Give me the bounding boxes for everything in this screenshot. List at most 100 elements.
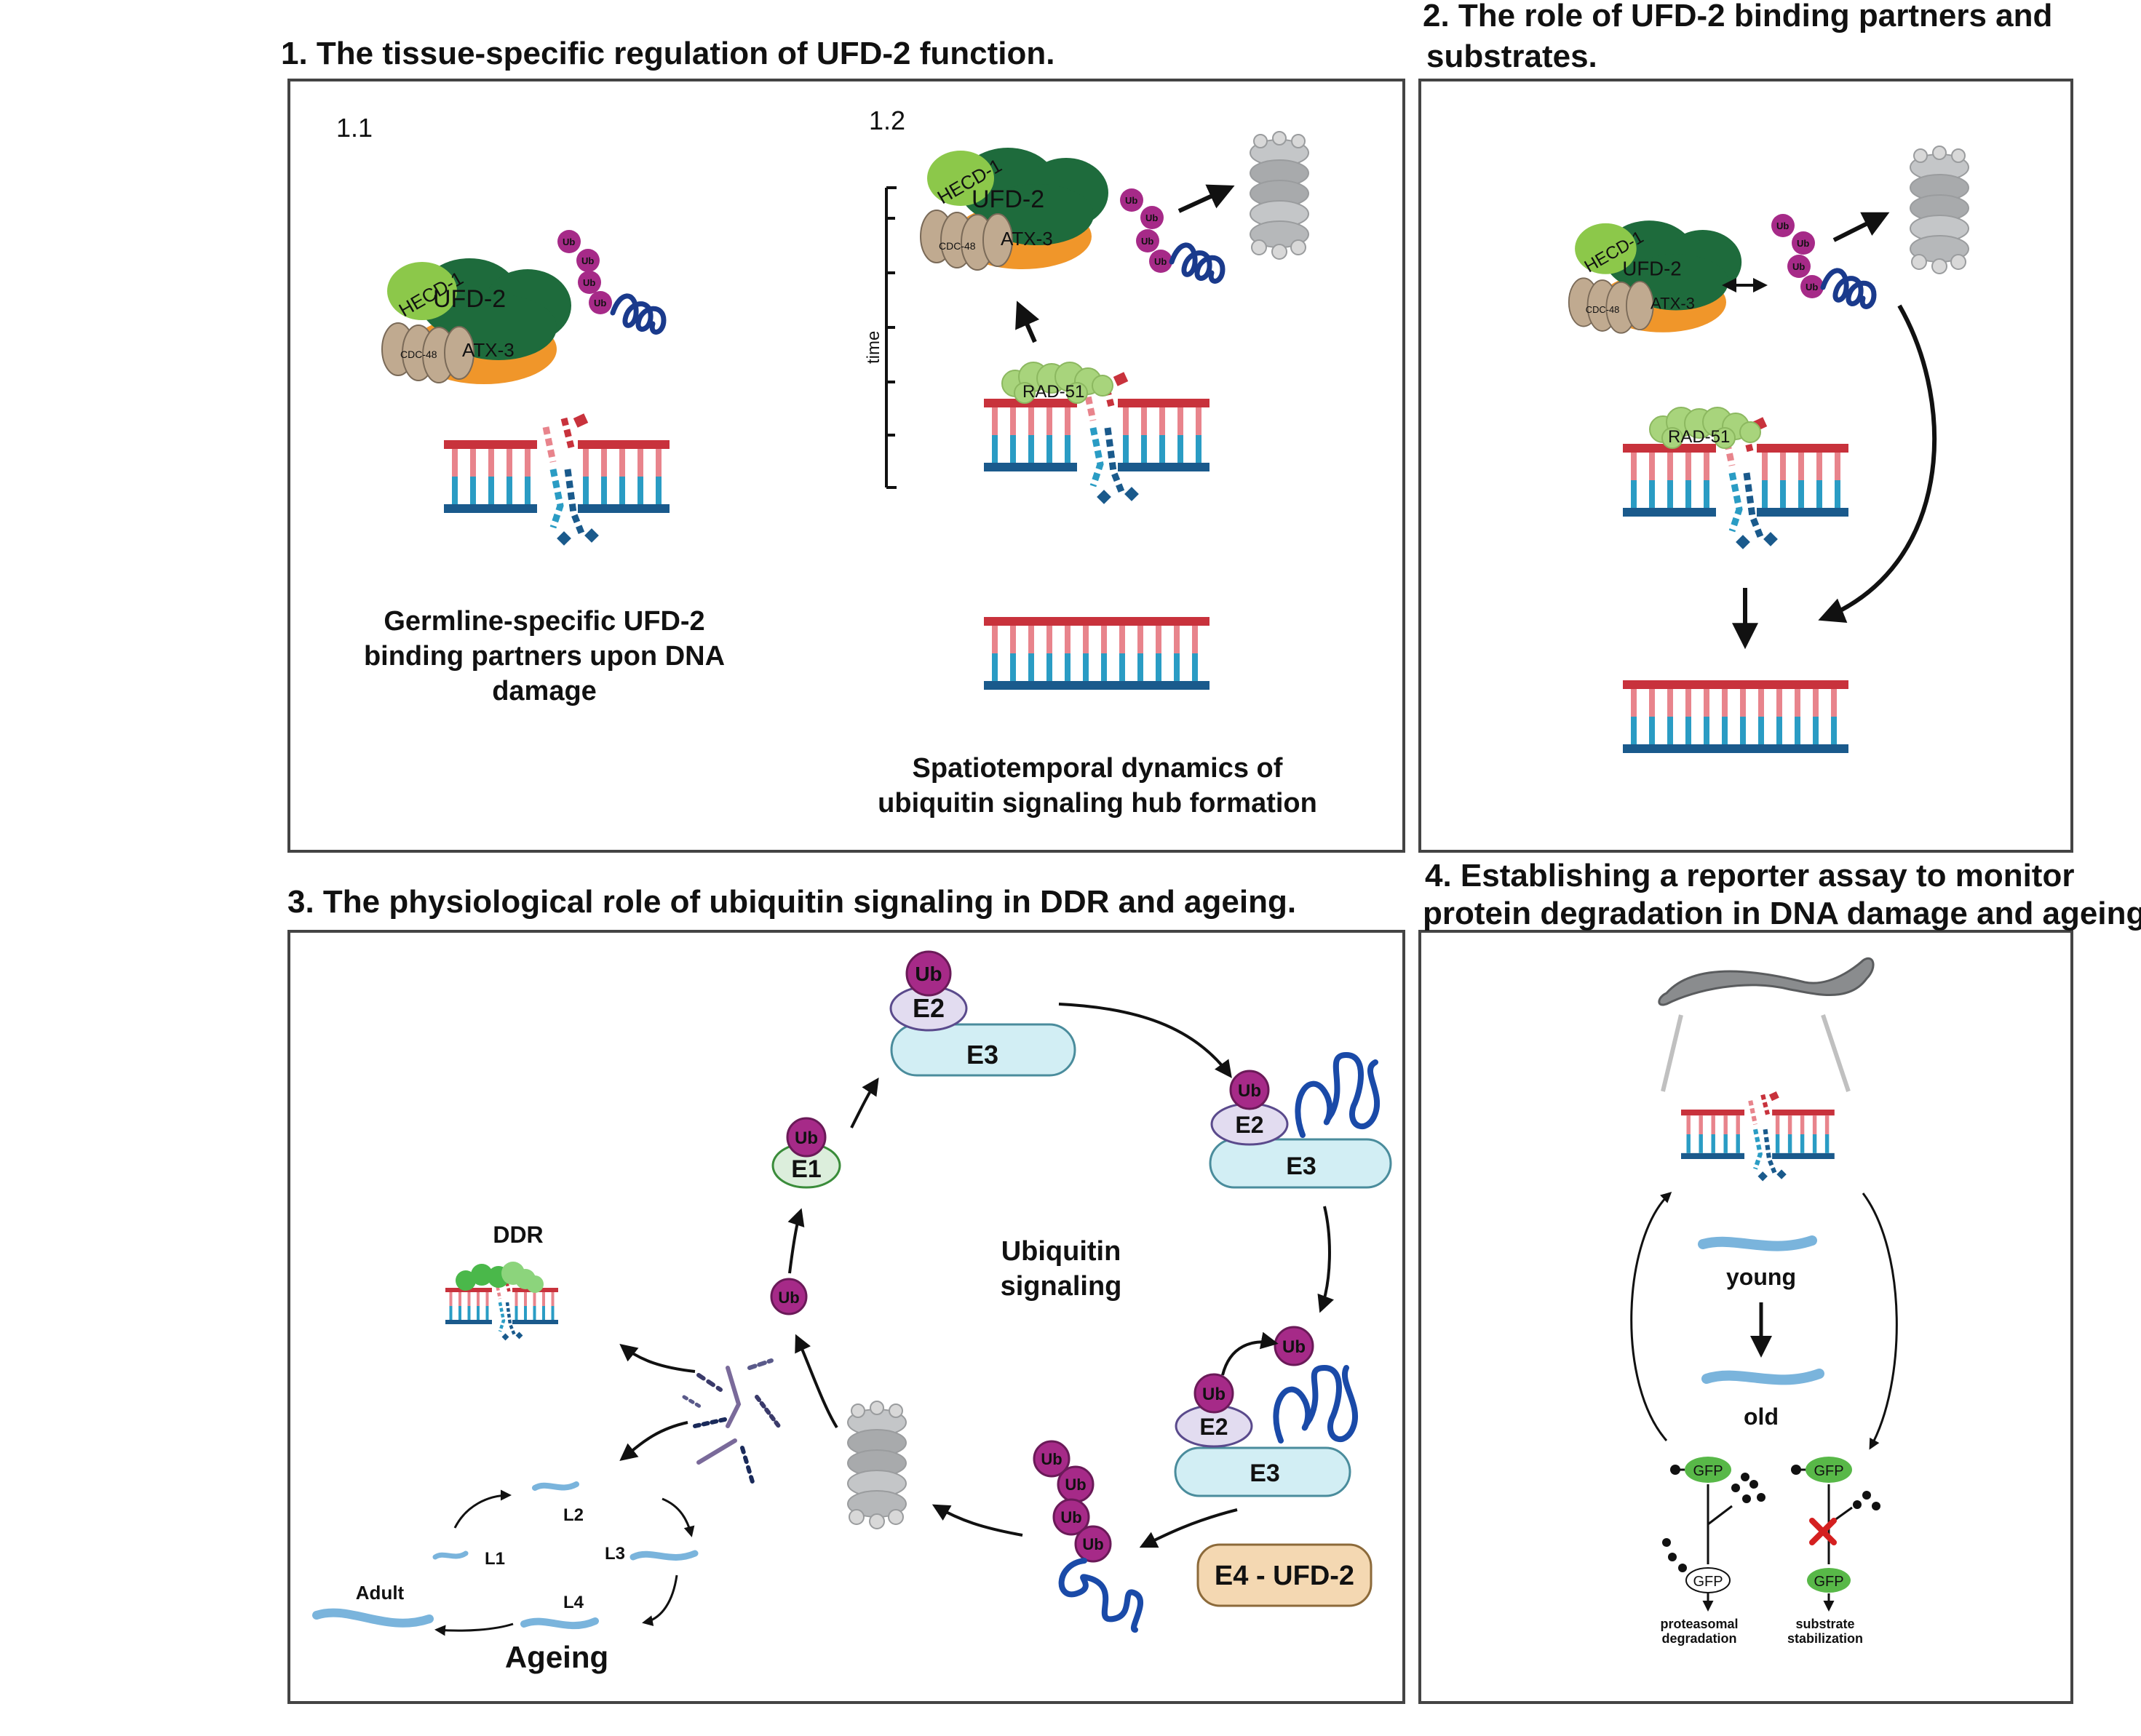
ub-label: Ub <box>1282 1337 1306 1357</box>
arrow-to-proteasome <box>1832 212 1890 242</box>
ub-label: Ub <box>1065 1476 1086 1494</box>
gfp-degraded <box>1685 1567 1731 1593</box>
ddr-label: DDR <box>493 1222 543 1248</box>
arrow-dna-to-old <box>1862 1192 1898 1450</box>
proteasome <box>847 1401 907 1529</box>
ub-label: Ub <box>1082 1535 1103 1553</box>
e2-e3-substrate: Ub E2 E3 <box>1209 1051 1392 1189</box>
caption-1-2-line2: ubiquitin signaling hub formation <box>878 788 1317 819</box>
worm-l1 <box>432 1550 469 1560</box>
atx3-label: ATX-3 <box>462 339 515 361</box>
panel1-frame <box>287 79 1405 853</box>
ufd2-complex: HECD-1 UFD-2 ATX-3 CDC-48 <box>920 148 1108 271</box>
e2-e3-transfer: Ub E2 E3 Ub <box>1174 1326 1358 1497</box>
proteasome <box>1910 146 1969 274</box>
arrow-to-proteasome <box>1177 184 1235 213</box>
caption-1-1-line2: binding partners upon DNA <box>364 641 725 672</box>
ub-label: Ub <box>1202 1385 1226 1404</box>
gfp-protein <box>1685 1457 1731 1483</box>
atx3-label: ATX-3 <box>1001 228 1053 250</box>
cdc48-label: CDC-48 <box>400 349 437 360</box>
gfp-degradation: GFP GFP proteasomal degradation <box>1660 1457 1765 1646</box>
e2-label: E2 <box>913 993 945 1023</box>
ub-transfer-arrow <box>1221 1331 1279 1376</box>
cdc48-label: CDC-48 <box>1586 304 1620 315</box>
ub-label: Ub <box>583 277 595 288</box>
ub-bead <box>578 271 601 294</box>
panel1-title: 1. The tissue-specific regulation of UFD… <box>281 36 1054 71</box>
outcome-stabilization-line1: substrate <box>1795 1617 1854 1631</box>
ub-label: Ub <box>1141 236 1153 247</box>
gfp-label: GFP <box>1693 1574 1723 1590</box>
substrate-coil <box>1172 245 1223 282</box>
panel3-frame <box>287 930 1405 1704</box>
rad51-filament <box>1649 407 1761 449</box>
worm-lifecycle: L1 L2 L3 L4 Adult <box>312 1481 699 1636</box>
stage-adult-label: Adult <box>356 1582 405 1604</box>
substrate-coil <box>613 296 664 333</box>
ub-bead <box>576 249 600 272</box>
panel2-frame <box>1418 79 2073 853</box>
worm-adult <box>312 1608 434 1628</box>
substrate-coil <box>1273 1364 1358 1444</box>
damaged-dna <box>444 413 670 546</box>
caption-1-1-line1: Germline-specific UFD-2 <box>384 606 704 637</box>
ub-label: Ub <box>795 1128 818 1148</box>
ub-bead <box>905 950 952 997</box>
ubiquitin-signaling-label-line1: Ubiquitin <box>1001 1236 1121 1267</box>
gfp-label: GFP <box>1814 1463 1843 1479</box>
time-axis <box>885 186 897 489</box>
arrow-up <box>1015 300 1040 343</box>
e4-ufd2-label: E4 - UFD-2 <box>1215 1561 1354 1591</box>
e1-ub: Ub E1 <box>771 1117 841 1189</box>
hecd1-shape <box>387 262 457 320</box>
worm-l4 <box>520 1617 599 1630</box>
outcome-degradation-line1: proteasomal <box>1660 1617 1738 1631</box>
cycle-arrows <box>619 1003 1334 1548</box>
old-worm <box>1701 1369 1824 1385</box>
stage-l3-label: L3 <box>605 1544 625 1564</box>
e2-e3-top: Ub E2 E3 <box>889 950 1076 1077</box>
stage-l4-label: L4 <box>563 1593 584 1612</box>
young-label: young <box>1726 1264 1796 1290</box>
panel4-title-line1: 4. Establishing a reporter assay to moni… <box>1425 858 2074 893</box>
ub-bead <box>557 230 581 253</box>
zoom-lines <box>1661 1014 1851 1092</box>
arrow-young-to-dna <box>1630 1191 1672 1441</box>
rad51-label: RAD-51 <box>1022 382 1084 402</box>
ub-chain-substrate: Ub Ub Ub Ub <box>1120 188 1223 281</box>
chromosome <box>1658 957 1875 1006</box>
ufd2-label: UFD-2 <box>1622 258 1681 280</box>
polyub-substrate: Ub Ub Ub Ub <box>1033 1440 1143 1633</box>
damaged-dna <box>1681 1091 1835 1182</box>
ub-label: Ub <box>1145 212 1158 223</box>
e3-label: E3 <box>1250 1460 1280 1487</box>
ub-label: Ub <box>1806 282 1818 292</box>
arrow-substrate-to-repair <box>1818 304 1937 623</box>
e3-label: E3 <box>1286 1152 1316 1180</box>
ub-bead <box>786 1117 827 1158</box>
block-x-icon <box>1809 1518 1837 1545</box>
panel3-title: 3. The physiological role of ubiquitin s… <box>287 884 1296 920</box>
ufd2-label: UFD-2 <box>972 186 1044 213</box>
gfp-label: GFP <box>1693 1463 1723 1479</box>
e3-label: E3 <box>966 1040 998 1070</box>
ub-label: Ub <box>1238 1081 1261 1101</box>
gfp-label: GFP <box>1814 1574 1843 1590</box>
panel2-title-line1: 2. The role of UFD-2 binding partners an… <box>1423 0 2052 33</box>
rad51-label: RAD-51 <box>1668 427 1730 447</box>
ub-label: Ub <box>778 1289 799 1307</box>
cdc48-shape <box>381 322 474 383</box>
ub-bead <box>1229 1070 1270 1110</box>
gfp-protein <box>1806 1457 1852 1483</box>
ub-bead <box>589 291 612 314</box>
proteasome <box>1250 131 1309 260</box>
worm-l2 <box>532 1481 579 1491</box>
ub-label: Ub <box>1792 261 1805 272</box>
rad51-filament <box>1001 362 1113 404</box>
cdc48-label: CDC-48 <box>939 240 976 252</box>
ub-chain-substrate: Ub Ub Ub Ub <box>1771 214 1874 306</box>
ub-label: Ub <box>1154 256 1167 267</box>
ub-label: Ub <box>1060 1508 1081 1526</box>
